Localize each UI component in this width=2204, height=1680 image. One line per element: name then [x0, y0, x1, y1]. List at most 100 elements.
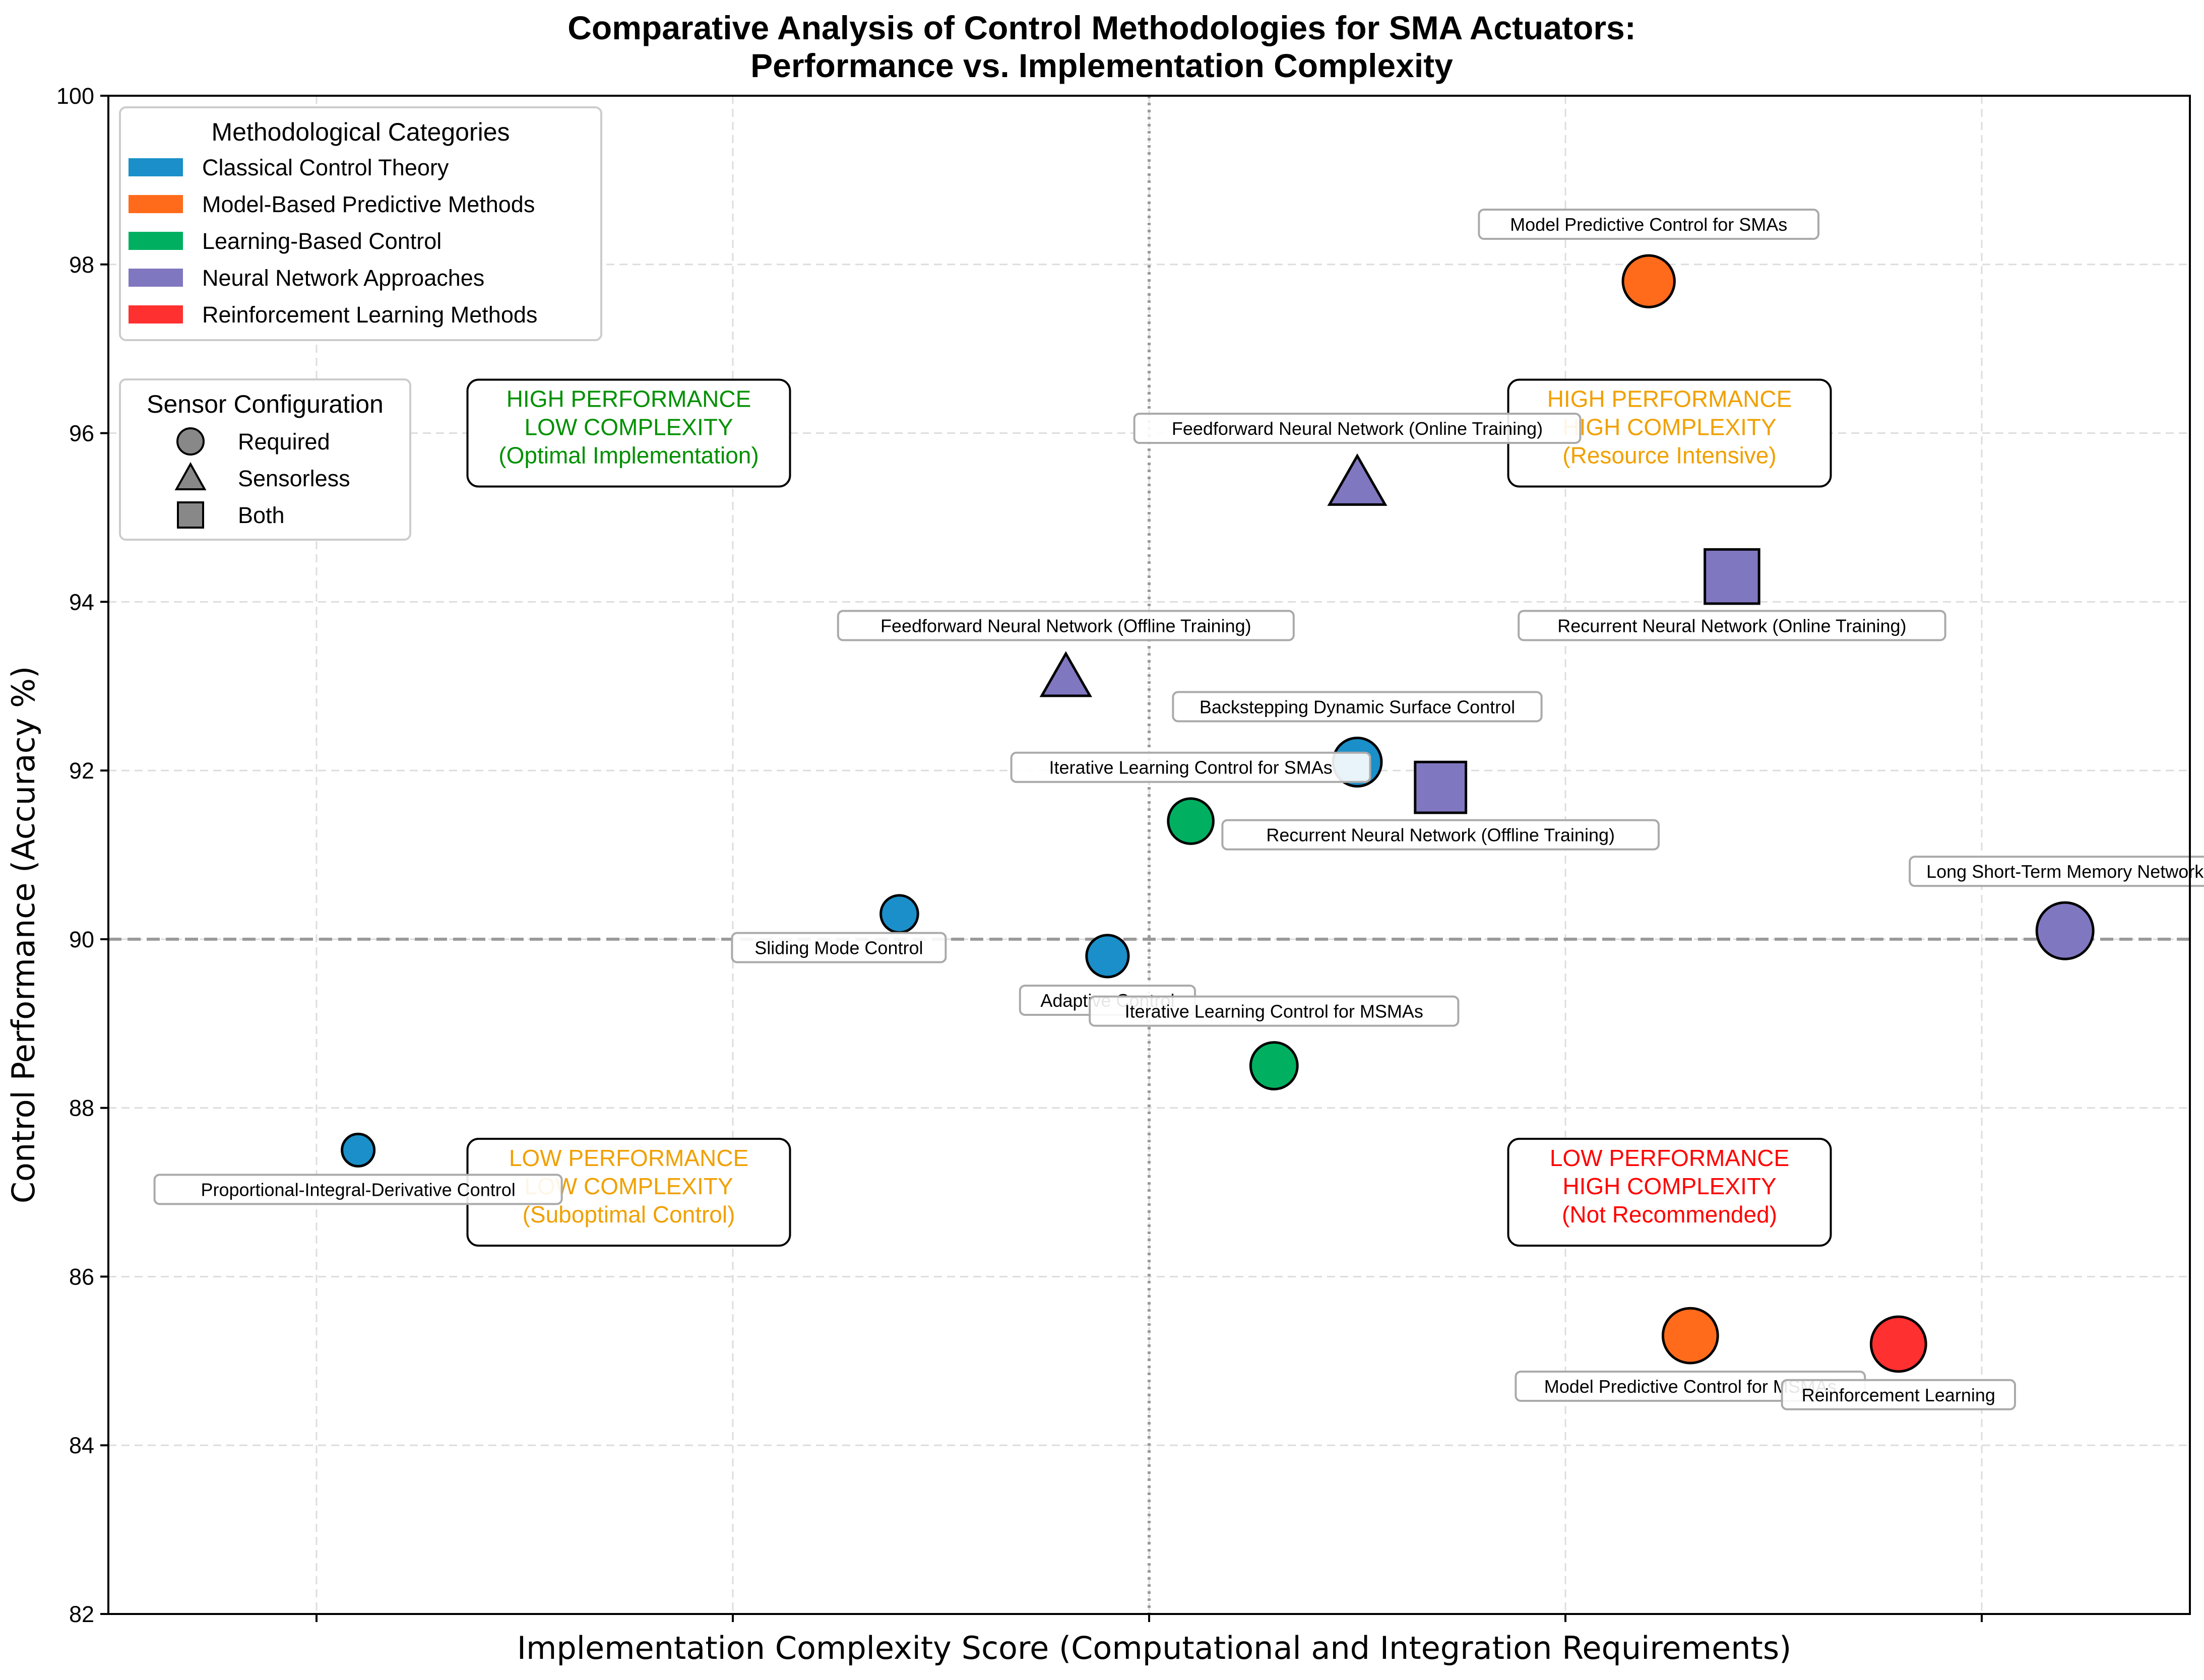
point-label-text: Feedforward Neural Network (Offline Trai… [880, 615, 1251, 636]
y-tick-label: 92 [69, 758, 94, 784]
y-tick-label: 94 [69, 589, 94, 615]
data-point-circle [1085, 934, 1130, 979]
data-point-circle [879, 894, 919, 934]
legend-label: Sensorless [238, 466, 350, 491]
point-label: Feedforward Neural Network (Offline Trai… [837, 610, 1295, 641]
y-tick-label: 96 [69, 421, 94, 446]
quadrant-text: LOW PERFORMANCE [509, 1145, 748, 1171]
point-label-text: Proportional-Integral-Derivative Control [201, 1179, 515, 1200]
legend-swatch [129, 195, 183, 213]
point-label: Proportional-Integral-Derivative Control [153, 1174, 563, 1205]
y-tick-label: 90 [69, 927, 94, 952]
point-labels: Proportional-Integral-Derivative Control… [153, 209, 2204, 1410]
quadrant-text: (Resource Intensive) [1562, 442, 1776, 469]
y-tick-label: 88 [69, 1095, 94, 1121]
x-axis-label: Implementation Complexity Score (Computa… [517, 1630, 1792, 1666]
quadrant-text: LOW PERFORMANCE [1550, 1145, 1789, 1171]
point-label-text: Long Short-Term Memory Network [1926, 861, 2204, 882]
legend-label: Learning-Based Control [202, 228, 442, 254]
point-label-text: Recurrent Neural Network (Online Trainin… [1557, 615, 1906, 636]
quadrant-text: LOW COMPLEXITY [524, 414, 733, 440]
point-label-text: Iterative Learning Control for SMAs [1049, 757, 1332, 778]
point-label: Recurrent Neural Network (Offline Traini… [1221, 819, 1660, 851]
legend-title: Methodological Categories [211, 118, 510, 146]
legend-label: Neural Network Approaches [202, 265, 484, 291]
point-label: Model Predictive Control for SMAs [1478, 209, 1819, 240]
point-label-box [1518, 610, 1946, 641]
legend-box [119, 378, 411, 541]
legend-marker [176, 427, 205, 456]
data-point-circle [1661, 1307, 1719, 1365]
point-label-text: Sliding Mode Control [754, 937, 923, 958]
legend-sensors: Sensor ConfigurationRequiredSensorlessBo… [119, 378, 411, 541]
point-label-box [1909, 856, 2204, 887]
legend-marker [174, 462, 207, 490]
quadrant-box [1507, 1138, 1832, 1247]
y-tick-label: 86 [69, 1264, 94, 1289]
data-point-square [1414, 760, 1468, 814]
legend-label: Reinforcement Learning Methods [202, 302, 537, 328]
reference-lines [108, 96, 2190, 1614]
legend-label: Classical Control Theory [202, 155, 449, 180]
legend-label: Model-Based Predictive Methods [202, 191, 535, 217]
y-tick-label: 84 [69, 1433, 94, 1458]
legend-swatch [129, 269, 183, 287]
point-label: Backstepping Dynamic Surface Control [1172, 691, 1543, 723]
point-label-box [1221, 819, 1660, 851]
point-label-box [837, 610, 1295, 641]
legend-label: Both [238, 502, 285, 528]
point-label-box [1010, 751, 1371, 783]
data-point-triangle [1039, 651, 1092, 697]
legend-swatch [129, 232, 183, 250]
point-label: Iterative Learning Control for SMAs [1010, 751, 1371, 783]
quadrant-text: (Not Recommended) [1562, 1201, 1777, 1227]
data-point-circle [1167, 797, 1215, 845]
legend-label: Required [238, 429, 330, 455]
data-point-circle [1869, 1315, 1927, 1373]
y-tick-label: 100 [56, 83, 94, 109]
quadrant-text: HIGH PERFORMANCE [1547, 386, 1792, 412]
quadrant-text: HIGH PERFORMANCE [507, 386, 751, 412]
point-label: Iterative Learning Control for MSMAs [1089, 995, 1460, 1027]
y-axis-label: Control Performance (Accuracy %) [5, 666, 42, 1203]
data-point-circle [2035, 901, 2095, 960]
y-tick-label: 82 [69, 1601, 94, 1627]
legend-title: Sensor Configuration [147, 390, 384, 418]
point-label-box [1781, 1379, 2017, 1410]
data-point-square [1704, 548, 1760, 605]
point-label-box [1133, 412, 1582, 444]
point-label-box [1172, 691, 1543, 723]
point-label-text: Feedforward Neural Network (Online Train… [1172, 418, 1543, 439]
legend-marker [177, 501, 204, 529]
quadrant-text: (Suboptimal Control) [523, 1201, 735, 1227]
legend-swatch [129, 305, 183, 324]
point-label-box [731, 932, 947, 963]
point-label: Long Short-Term Memory Network [1909, 856, 2204, 887]
point-label-box [153, 1174, 563, 1205]
data-point-triangle [1327, 453, 1388, 506]
point-label-text: Iterative Learning Control for MSMAs [1125, 1001, 1423, 1022]
quadrant-text: HIGH COMPLEXITY [1562, 1173, 1776, 1199]
point-label: Feedforward Neural Network (Online Train… [1133, 412, 1582, 444]
legend-swatch [129, 158, 183, 176]
data-point-circle [341, 1132, 376, 1168]
point-label-box [1089, 995, 1460, 1027]
point-label: Recurrent Neural Network (Online Trainin… [1518, 610, 1946, 641]
quadrant-text: (Optimal Implementation) [498, 442, 759, 469]
data-points [341, 254, 2095, 1373]
point-label-text: Model Predictive Control for SMAs [1510, 214, 1787, 235]
point-label: Reinforcement Learning [1781, 1379, 2017, 1410]
chart-title-line2: Performance vs. Implementation Complexit… [750, 47, 1453, 84]
chart-title-line1: Comparative Analysis of Control Methodol… [568, 9, 1636, 46]
point-label-text: Backstepping Dynamic Surface Control [1200, 696, 1515, 717]
data-point-circle [1621, 254, 1676, 308]
point-label: Sliding Mode Control [731, 932, 947, 963]
quadrant-box [466, 378, 791, 488]
